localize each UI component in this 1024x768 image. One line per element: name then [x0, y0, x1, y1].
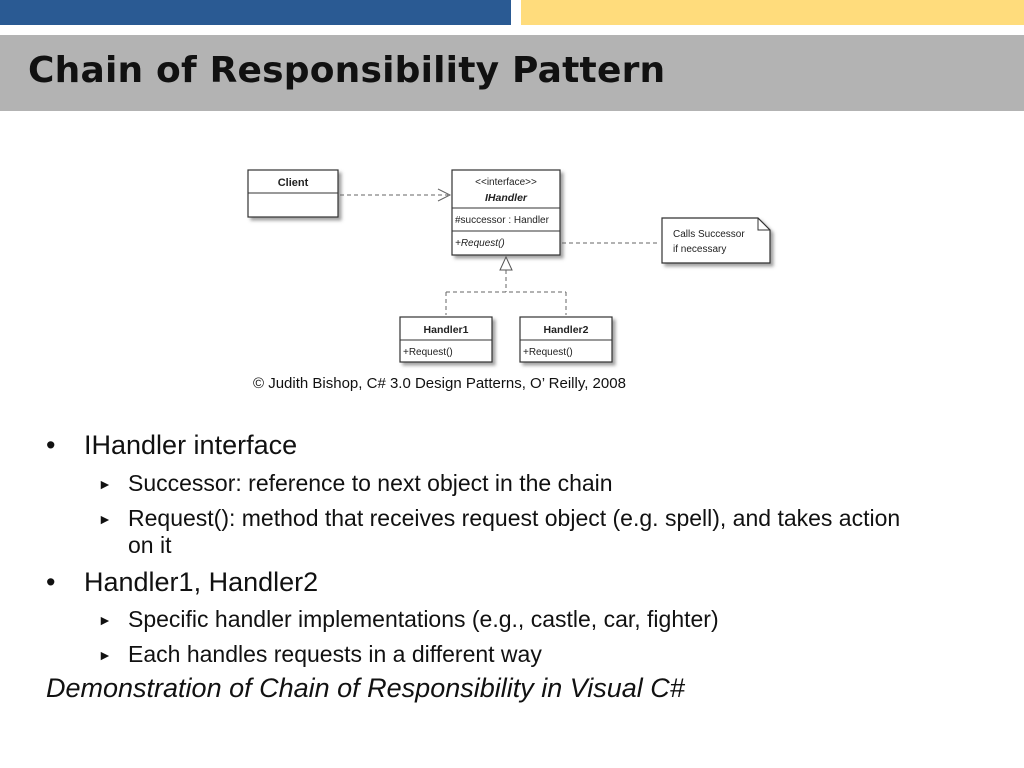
sub-bullet-marker: ► [98, 612, 112, 628]
ihandler-attribute: #successor : Handler [455, 215, 550, 226]
handler1-operation: +Request() [403, 347, 453, 358]
note-line-2: if necessary [673, 244, 726, 255]
ihandler-interface: <<interface>> IHandler #successor : Hand… [451, 169, 561, 256]
bullet-marker: • [46, 567, 56, 597]
sub-bullet-marker: ► [98, 511, 112, 527]
client-dependency-arrow [340, 188, 452, 202]
ihandler-name: IHandler [485, 192, 528, 204]
handler2-name: Handler2 [544, 324, 589, 336]
sub-bullet-text: Request(): method that receives request … [128, 505, 901, 558]
sub-bullet-text: Successor: reference to next object in t… [128, 470, 613, 496]
realization-arrows [445, 255, 567, 315]
title-band [0, 35, 1024, 111]
ihandler-operation: +Request() [455, 238, 505, 249]
handler2-class: Handler2 +Request() [519, 316, 613, 363]
bullet-text: Handler1, Handler2 [84, 567, 319, 597]
handler1-name: Handler1 [424, 324, 469, 336]
client-class-name: Client [278, 177, 309, 189]
diagram-copyright-caption: © Judith Bishop, C# 3.0 Design Patterns,… [253, 375, 626, 392]
handler2-operation: +Request() [523, 347, 573, 358]
ihandler-stereotype: <<interface>> [475, 177, 537, 188]
sub-bullet-marker: ► [98, 647, 112, 663]
handler1-class: Handler1 +Request() [399, 316, 493, 363]
sub-bullet-marker: ► [98, 476, 112, 492]
note-calls-successor: Calls Successor if necessary [661, 217, 771, 264]
demonstration-line: Demonstration of Chain of Responsibility… [46, 673, 685, 703]
sub-bullet-text: Each handles requests in a different way [128, 641, 542, 667]
bullet-text: IHandler interface [84, 430, 298, 460]
note-line-1: Calls Successor [673, 229, 745, 240]
slide-title: Chain of Responsibility Pattern [28, 50, 666, 91]
bullet-marker: • [46, 430, 56, 460]
uml-class-diagram: Client <<interface>> IHandler #successor… [247, 169, 771, 363]
client-class: Client [247, 169, 339, 218]
top-accent-bar-yellow [521, 0, 1024, 25]
sub-bullet-text: Specific handler implementations (e.g., … [128, 606, 719, 632]
top-accent-bar-blue [0, 0, 511, 25]
